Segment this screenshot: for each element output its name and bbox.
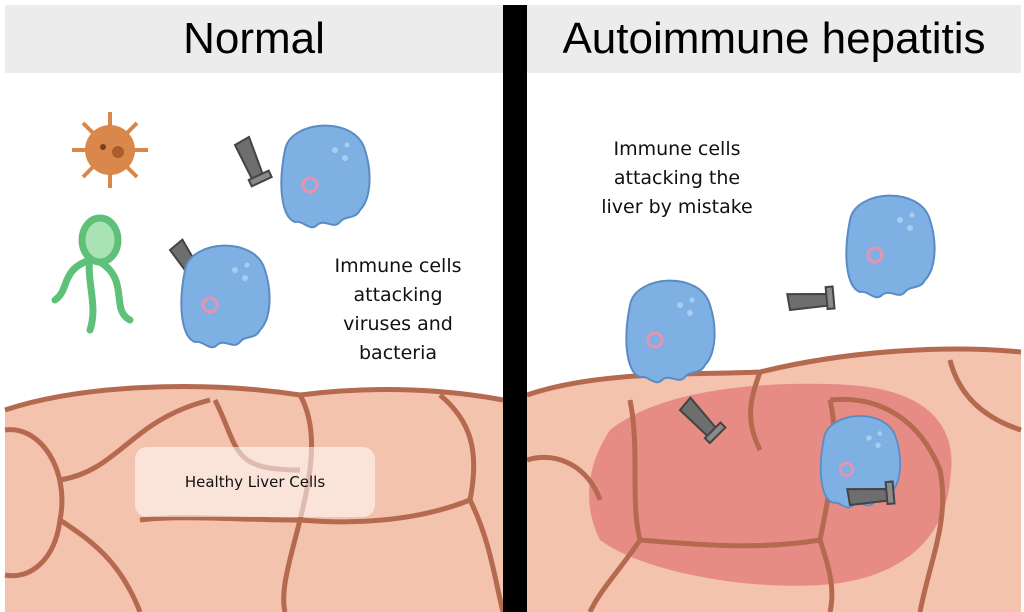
caption-normal: Immune cells attacking viruses and bacte… [318, 252, 478, 368]
caption-line: attacking the [613, 167, 741, 189]
immune-cell-icon [781, 194, 937, 326]
healthy-liver-label: Healthy Liver Cells [135, 447, 375, 517]
immune-cell-icon [234, 124, 372, 229]
caption-line: liver by mistake [601, 196, 753, 218]
immune-cell-icon [167, 234, 272, 349]
caption-line: attacking [353, 284, 443, 306]
liver-cells-right [526, 346, 1022, 612]
panel-title-autoimmune: Autoimmune hepatitis [527, 5, 1021, 73]
caption-line: bacteria [358, 342, 438, 364]
caption-line: viruses and [343, 313, 453, 335]
panel-title-normal: Normal [5, 5, 503, 73]
bacteria-icon [51, 214, 134, 334]
caption-line: Immune cells [613, 138, 741, 160]
virus-icon [72, 112, 148, 188]
caption-autoimmune: Immune cells attacking the liver by mist… [572, 135, 782, 222]
panel-divider [503, 5, 527, 612]
immune-cell-icon [819, 414, 903, 521]
caption-line: Immune cells [334, 255, 462, 277]
